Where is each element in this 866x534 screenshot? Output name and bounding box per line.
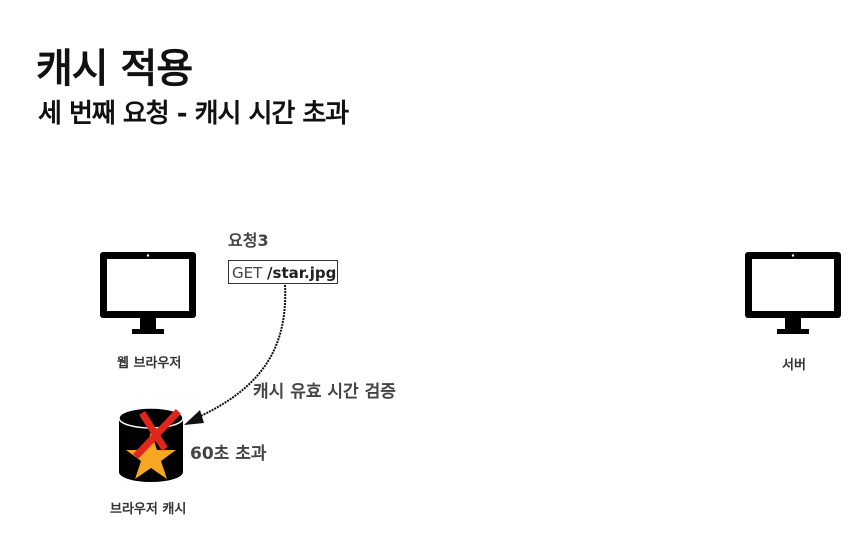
cache-status: 60초 초과 [190, 444, 267, 464]
red-x-icon [133, 409, 181, 459]
client-label: 웹 브라우저 [117, 356, 182, 371]
request-arrow [184, 284, 287, 425]
request-box: GET /star.jpg [228, 260, 338, 284]
cache-database-icon [118, 407, 184, 482]
page-subtitle: 세 번째 요청 - 캐시 시간 초과 [38, 99, 349, 129]
request-name: 요청3 [228, 231, 269, 250]
cache-label: 브라우저 캐시 [110, 502, 187, 517]
page-title: 캐시 적용 [36, 46, 193, 92]
client-monitor-icon [100, 252, 196, 334]
star-icon [126, 432, 176, 479]
request-path: /star.jpg [267, 264, 337, 282]
server-monitor-icon [745, 252, 841, 334]
server-label: 서버 [782, 358, 806, 373]
request-method: GET [232, 264, 263, 282]
arrow-label: 캐시 유효 시간 검증 [253, 382, 396, 402]
